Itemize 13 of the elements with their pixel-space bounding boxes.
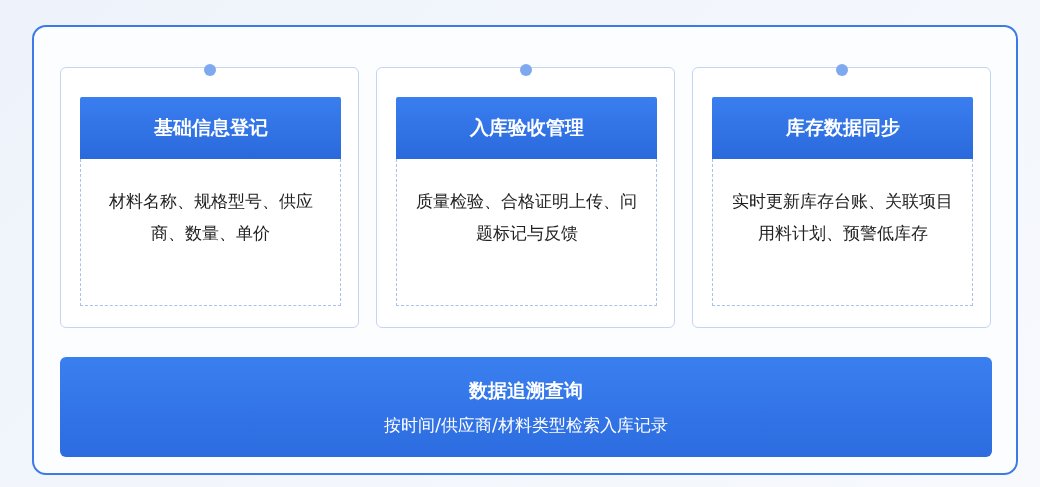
banner-title: 数据追溯查询 <box>469 377 583 403</box>
description-text: 材料名称、规格型号、供应商、数量、单价 <box>107 190 314 245</box>
title-bar: 入库验收管理 <box>396 97 657 159</box>
feature-card <box>376 67 675 328</box>
feature-card <box>692 67 991 328</box>
feature-card <box>60 67 359 328</box>
outer-frame <box>32 25 1018 475</box>
description-text: 质量检验、合格证明上传、问题标记与反馈 <box>415 190 638 245</box>
title-bar: 库存数据同步 <box>712 97 973 159</box>
title-bar: 基础信息登记 <box>80 97 341 159</box>
query-banner <box>60 357 992 457</box>
description-text: 实时更新库存台账、关联项目用料计划、预警低库存 <box>731 190 954 245</box>
banner-subtitle: 按时间/供应商/材料类型检索入库记录 <box>384 413 668 437</box>
